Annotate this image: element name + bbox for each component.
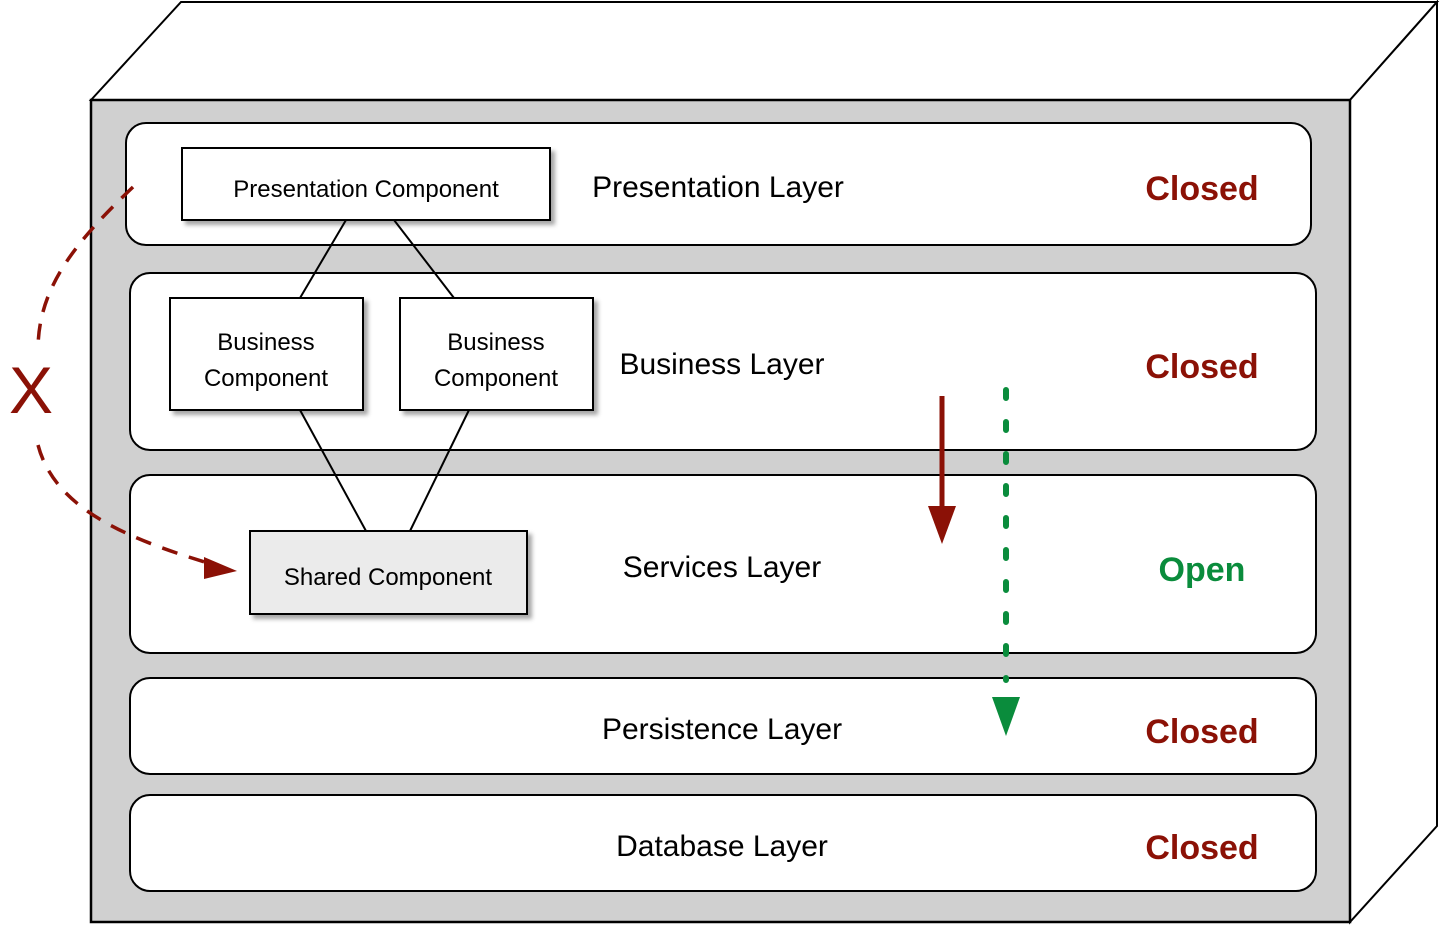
- services-layer-name: Services Layer: [623, 551, 821, 584]
- business-component-right-box: [399, 297, 594, 411]
- presentation-component-label: Presentation Component: [233, 176, 499, 203]
- container-top-face: [88, 0, 1440, 101]
- business-layer-status: Closed: [1145, 348, 1258, 386]
- persistence-layer-band: [129, 677, 1317, 775]
- connector-business-left-to-shared: [299, 409, 367, 532]
- presentation-layer-status: Closed: [1145, 170, 1258, 208]
- shared-component-box: [249, 530, 528, 615]
- blocked-access-dashed-arrow: [36, 185, 219, 568]
- services-layer-status: Open: [1159, 551, 1246, 589]
- database-layer-name: Database Layer: [616, 830, 828, 863]
- persistence-layer-status: Closed: [1145, 713, 1258, 751]
- business-component-left-label-line1: Business: [217, 329, 314, 356]
- database-layer-band: [129, 794, 1317, 892]
- business-component-left-box: [169, 297, 364, 411]
- red-request-arrow-head: [928, 506, 956, 544]
- business-component-right-label-line1: Business: [447, 329, 544, 356]
- persistence-layer-name: Persistence Layer: [602, 713, 842, 746]
- business-layer-name: Business Layer: [619, 348, 824, 381]
- blocked-access-arrow-head: [204, 557, 237, 579]
- presentation-layer-name: Presentation Layer: [592, 171, 844, 204]
- business-component-right-label-line2: Component: [434, 365, 558, 392]
- business-component-left-label-line2: Component: [204, 365, 328, 392]
- shared-component-label: Shared Component: [284, 564, 492, 591]
- connector-presentation-to-business-right: [393, 219, 455, 299]
- database-layer-status: Closed: [1145, 829, 1258, 867]
- presentation-component-box: [181, 147, 551, 221]
- green-bypass-arrow-head: [992, 697, 1020, 736]
- container-right-face: [1349, 0, 1438, 925]
- blocked-access-x-mark: X: [9, 353, 53, 427]
- connector-business-right-to-shared: [409, 409, 470, 532]
- connector-presentation-to-business-left: [299, 219, 347, 299]
